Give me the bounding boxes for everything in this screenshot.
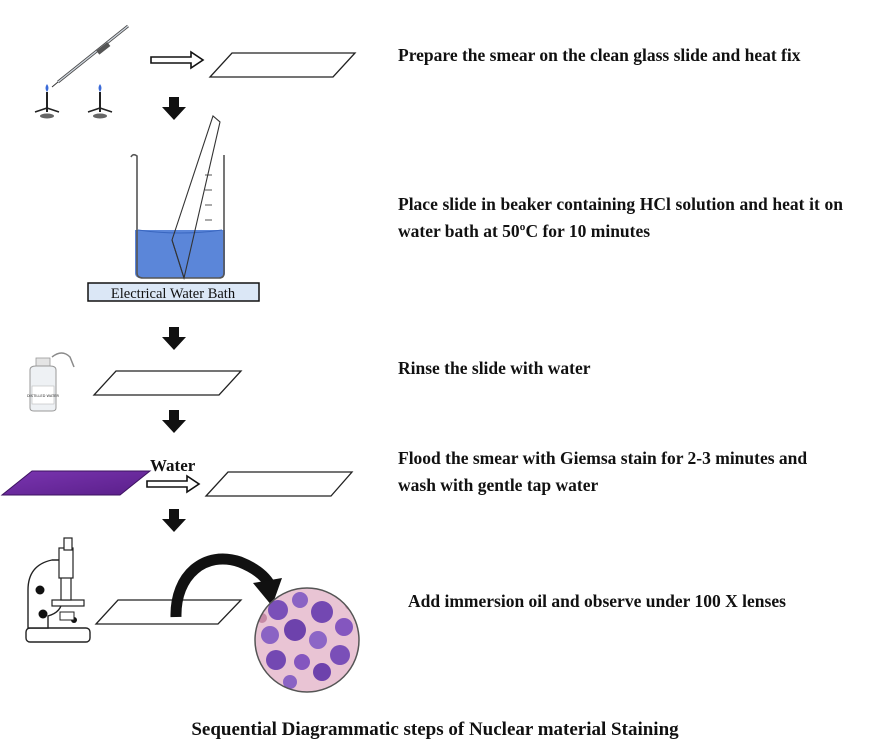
microscope-icon (25, 537, 91, 643)
right-arrow-icon (146, 474, 201, 494)
water-label: Water (150, 456, 196, 475)
wash-bottle-label: DISTILLED WATER (27, 394, 60, 398)
glass-slide (204, 471, 354, 497)
glass-slide (208, 52, 357, 78)
water-bath-label: Electrical Water Bath (111, 286, 236, 302)
magnified-cells (254, 587, 360, 693)
pipette-icon (51, 24, 129, 88)
down-arrow-icon (162, 410, 186, 433)
step-1-text: Prepare the smear on the clean glass sli… (398, 45, 801, 65)
curved-arrow-icon (170, 553, 282, 618)
water-bath (87, 282, 260, 302)
bunsen-burner-icon (87, 84, 113, 119)
down-arrow-icon (162, 327, 186, 350)
glass-slide (92, 370, 243, 396)
bunsen-burner-icon (34, 84, 60, 119)
right-arrow-icon (150, 50, 205, 70)
step-4-text: Flood the smear with Giemsa stain for 2-… (398, 448, 808, 495)
figure-caption: Sequential Diagrammatic steps of Nuclear… (191, 719, 679, 740)
step-5-text: Add immersion oil and observe under 100 … (408, 591, 786, 611)
step-3-text: Rinse the slide with water (398, 358, 591, 378)
beaker-icon (130, 115, 225, 281)
down-arrow-icon (162, 97, 186, 120)
stained-slide (0, 470, 152, 496)
glass-slide (94, 599, 243, 625)
down-arrow-icon (162, 509, 186, 532)
wash-bottle-icon: DISTILLED WATER (27, 352, 75, 412)
step-2-text: Place slide in beaker containing HCl sol… (398, 194, 843, 241)
